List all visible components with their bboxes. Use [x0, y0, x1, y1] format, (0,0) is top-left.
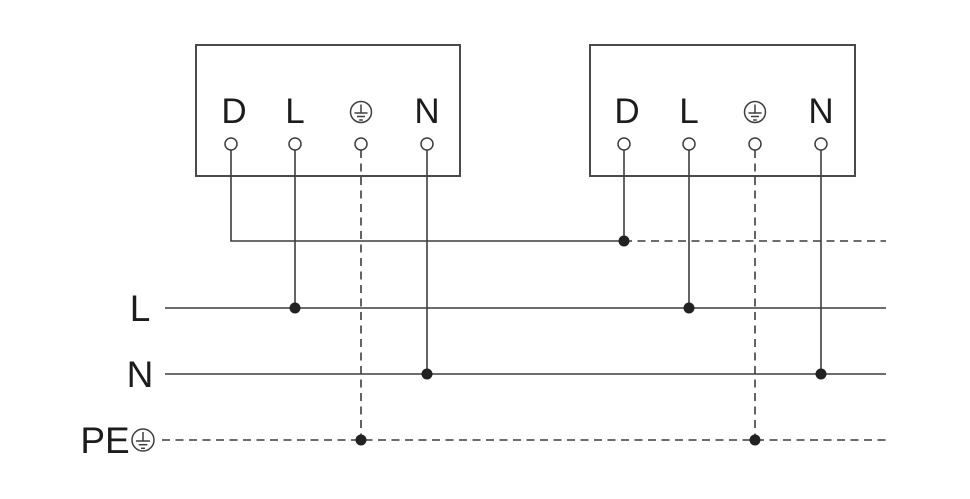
device-1-terminal-n [420, 137, 434, 151]
junction-dots [289, 235, 827, 446]
junction-d [618, 235, 630, 247]
device-2-box [589, 44, 856, 177]
device-1: D L N [195, 44, 461, 177]
bus-lines: L N PE [80, 288, 886, 461]
device-2-terminal-d [617, 137, 631, 151]
device-2-terminal-n [814, 137, 828, 151]
device-2-terminal-l-label: L [679, 92, 698, 131]
device-2-terminal-d-label: D [614, 92, 639, 131]
earth-ground-icon [131, 428, 155, 452]
device-1-terminal-d-label: D [221, 92, 246, 131]
wires [230, 150, 886, 440]
junction-n2 [815, 368, 827, 380]
earth-ground-icon [349, 100, 373, 124]
device-1-terminal-d [224, 137, 238, 151]
device-2: D L N [589, 44, 856, 177]
bus-pe-label: PE [80, 420, 129, 461]
junction-pe2 [749, 434, 761, 446]
junction-l1 [289, 302, 301, 314]
junction-l2 [683, 302, 695, 314]
device-1-box [195, 44, 461, 177]
wire-d1-to-d2 [230, 150, 624, 242]
device-1-terminal-n-label: N [414, 92, 439, 131]
junction-pe1 [355, 434, 367, 446]
device-2-terminal-pe [748, 137, 762, 151]
device-2-terminal-l [682, 137, 696, 151]
bus-l-label: L [130, 288, 151, 329]
device-1-terminal-l-label: L [285, 92, 304, 131]
device-2-terminal-n-label: N [808, 92, 833, 131]
device-1-terminal-pe [354, 137, 368, 151]
device-1-terminal-l [288, 137, 302, 151]
bus-n-label: N [127, 354, 154, 395]
junction-n1 [421, 368, 433, 380]
earth-ground-icon [743, 100, 767, 124]
